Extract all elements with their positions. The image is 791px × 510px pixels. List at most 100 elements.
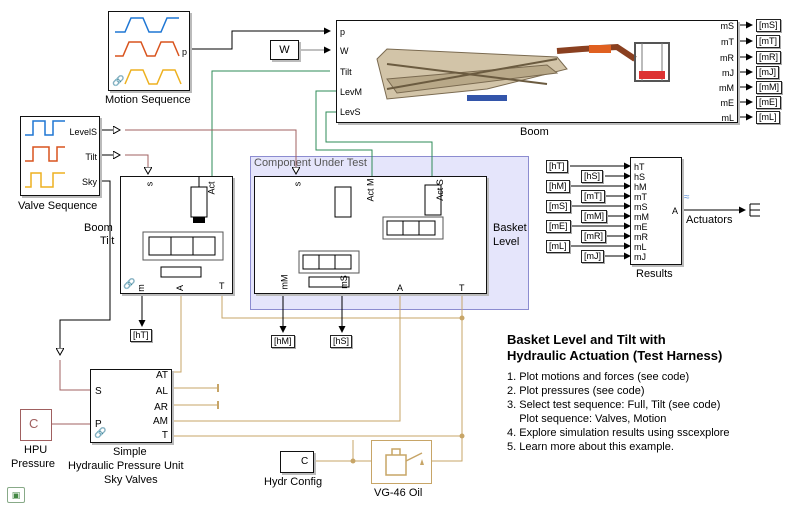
config-icon: C [301,456,309,467]
goto-mt[interactable]: [mT] [756,35,780,48]
step-4[interactable]: 4. Explore simulation results using ssce… [507,427,730,439]
pu-port-p: P [95,419,102,430]
pu-port-am: AM [153,416,168,427]
basket-level-valve-icon [298,184,444,288]
goto-hs[interactable]: [hS] [330,335,353,348]
step-3[interactable]: 3. Select test sequence: Full, Tilt (see… [507,399,721,411]
boom-tilt-label-1: Boom [84,222,113,234]
link-icon: 🔗 [94,428,107,439]
goto-mj[interactable]: [mJ] [756,66,779,79]
hpu-label-2: Pressure [11,458,56,470]
basket-level-label-2: Level [493,236,520,248]
wire-t[interactable] [172,294,463,437]
actuators-goto[interactable] [749,203,760,217]
boom-port-mm: mM [719,83,734,93]
boom-tilt-block[interactable]: s Act m A T 🔗 [120,176,233,294]
pu-port-ar: AR [154,402,168,413]
motion-sequence-label: Motion Sequence [105,94,191,106]
from-mr[interactable]: [mR] [581,230,606,243]
results-port-ml: mL [634,242,647,252]
w-block[interactable]: W [270,40,299,60]
oil-block[interactable] [371,440,432,484]
wire-motion-to-boom[interactable] [190,27,331,50]
wire-levels-to-basket[interactable] [125,129,296,174]
basket-port-t: T [459,283,465,293]
results-port-mt: mT [634,192,647,202]
step-5[interactable]: 5. Learn more about this example. [507,441,674,453]
boom-port-levs: LevS [340,107,361,117]
results-port-mj: mJ [634,252,646,262]
wire-levs-physical[interactable] [325,111,433,176]
goto-ms[interactable]: [mS] [756,19,781,32]
status-icon[interactable]: ▣ [7,487,25,503]
wire-config[interactable] [314,436,463,462]
boom-port-w: W [340,46,349,56]
results-block[interactable]: hT hS hM mT mS mM mE mR mL mJ A [630,157,682,265]
basket-port-acts: Act S [434,179,445,201]
from-mj[interactable]: [mJ] [581,250,604,263]
goto-mm[interactable]: [mM] [756,81,782,94]
motion-port-p: p [181,47,187,57]
valve-sequence-icon [25,120,65,188]
pu-port-at: AT [155,370,168,381]
from-me[interactable]: [mE] [546,220,571,233]
from-mt[interactable]: [mT] [581,190,605,203]
wire-sky-signal[interactable] [60,180,111,355]
pu-label-2: Hydraulic Pressure Unit [68,460,184,472]
results-port-hs: hS [634,172,646,182]
component-under-test-label: Component Under Test [254,157,367,169]
goto-mr[interactable]: [mR] [756,51,781,64]
basket-port-mm: mM [279,274,290,290]
wire-tilt-to-boomtilt[interactable] [125,154,148,174]
valve-sequence-block[interactable]: LevelS Tilt Sky [20,116,100,196]
boom-port-ms: mS [720,21,735,31]
boom-crane-icon [376,42,670,101]
link-icon: 🔗 [123,279,136,290]
wire-tilt-t[interactable] [221,294,462,319]
goto-me[interactable]: [mE] [756,96,781,109]
description-steps: 1. Plot motions and forces (see code) 2.… [507,370,730,454]
tilt-port-m: m [135,284,146,292]
basket-level-label-1: Basket [493,222,527,234]
wire-am[interactable] [172,294,401,422]
tilt-port-t: T [219,281,225,291]
from-hs[interactable]: [hS] [581,170,604,183]
hpu-pressure-block[interactable]: C [20,409,52,441]
from-mm[interactable]: [mM] [581,210,607,223]
boom-port-mj: mJ [722,68,734,78]
step-1[interactable]: 1. Plot motions and forces (see code) [507,371,690,383]
wire-levm-physical[interactable] [315,90,373,176]
valve-port-tilt: Tilt [85,152,97,162]
valve-port-sky: Sky [81,177,97,187]
from-ms[interactable]: [mS] [546,200,571,213]
basket-port-ms: mS [338,275,349,289]
link-icon: 🔗 [112,76,125,87]
wire-tilt-physical[interactable] [211,70,330,176]
goto-hm[interactable]: [hM] [271,335,295,348]
wire-at[interactable] [172,294,182,373]
pressure-unit-block[interactable]: S P AT AL AR AM T 🔗 [90,369,172,443]
boom-block[interactable]: p W Tilt LevM LevS mS mT mR mJ mM mE mL [336,20,738,123]
wire-sky-to-pu[interactable] [59,360,90,391]
tilt-port-act: Act [206,181,217,195]
motion-sequence-icon [115,17,182,85]
basket-level-block[interactable]: s Act M Act S mM mS A T [254,176,487,294]
pu-port-t: T [161,430,168,441]
description-title-2: Hydraulic Actuation (Test Harness) [507,348,723,363]
step-2[interactable]: 2. Plot pressures (see code) [507,385,645,397]
motion-sequence-block[interactable]: p 🔗 [108,11,190,91]
results-port-me: mE [634,222,648,232]
from-hm[interactable]: [hM] [546,180,570,193]
results-port-ht: hT [634,162,645,172]
goto-ml[interactable]: [mL] [756,111,780,124]
oil-label: VG-46 Oil [374,487,423,499]
step-3b[interactable]: Plot sequence: Valves, Motion [507,413,667,425]
pu-label-3: Sky Valves [104,474,158,486]
goto-ht[interactable]: [hT] [130,329,152,342]
from-ht[interactable]: [hT] [546,160,568,173]
boom-port-me: mE [720,98,735,108]
hydr-config-block[interactable]: C [280,451,314,473]
boom-tilt-label-2: Tilt [100,235,115,247]
from-ml[interactable]: [mL] [546,240,570,253]
